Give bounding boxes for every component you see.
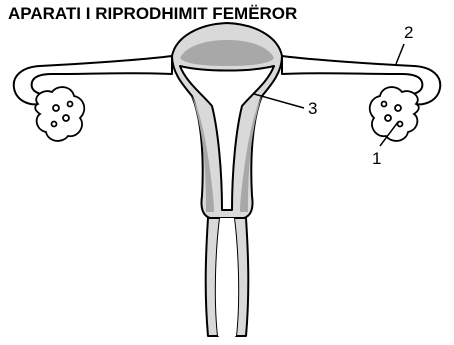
right-ovary <box>370 87 419 141</box>
label-2-fallopian-tube: 2 <box>404 23 413 42</box>
leader-line-2 <box>396 44 404 64</box>
uterus <box>172 23 282 218</box>
uterine-cavity <box>180 66 274 210</box>
left-ovary <box>35 87 84 141</box>
label-3-uterus: 3 <box>308 99 317 118</box>
label-1-ovary: 1 <box>372 149 381 168</box>
vagina <box>206 218 249 336</box>
leader-line-3 <box>254 94 304 108</box>
vaginal-canal <box>216 218 238 336</box>
